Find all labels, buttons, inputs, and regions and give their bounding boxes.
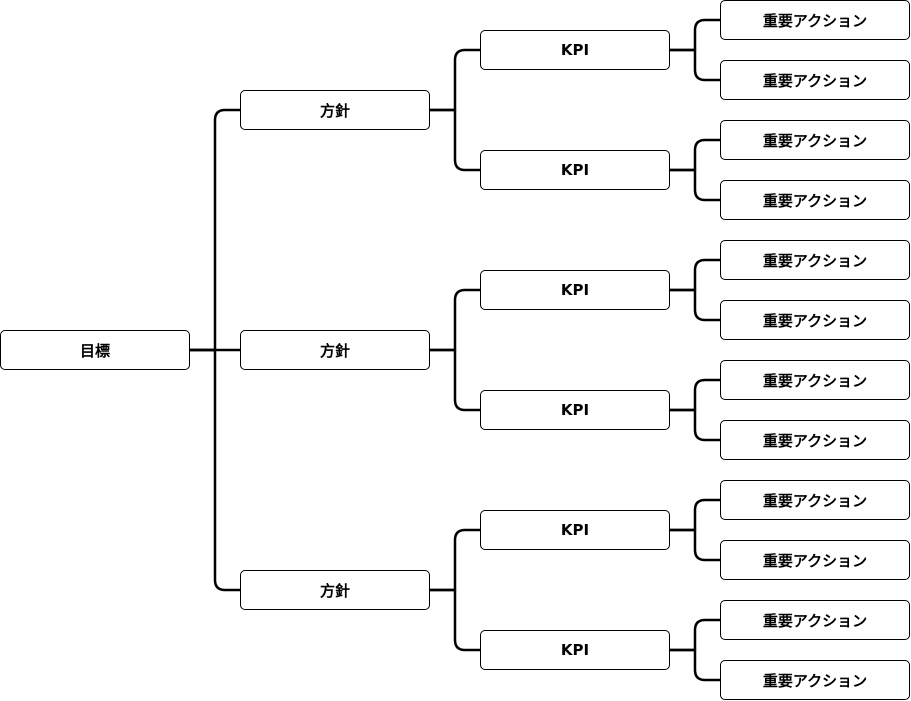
policy-node: 方針 bbox=[240, 90, 430, 130]
policy-node: 方針 bbox=[240, 570, 430, 610]
action-node: 重要アクション bbox=[720, 420, 910, 460]
action-node: 重要アクション bbox=[720, 300, 910, 340]
kpi-node: KPI bbox=[480, 150, 670, 190]
connector bbox=[670, 648, 720, 682]
connector bbox=[670, 288, 720, 322]
connector bbox=[670, 378, 720, 412]
action-node: 重要アクション bbox=[720, 240, 910, 280]
goal-node: 目標 bbox=[0, 330, 190, 370]
connector bbox=[430, 288, 480, 352]
connector bbox=[430, 108, 480, 172]
action-node: 重要アクション bbox=[720, 0, 910, 40]
connector bbox=[430, 348, 480, 412]
connector bbox=[670, 498, 720, 532]
connector bbox=[670, 18, 720, 52]
connector bbox=[670, 138, 720, 172]
action-node: 重要アクション bbox=[720, 480, 910, 520]
action-node: 重要アクション bbox=[720, 660, 910, 700]
action-node: 重要アクション bbox=[720, 60, 910, 100]
connector bbox=[670, 48, 720, 82]
kpi-node: KPI bbox=[480, 510, 670, 550]
kpi-node: KPI bbox=[480, 30, 670, 70]
connector bbox=[190, 108, 240, 352]
action-node: 重要アクション bbox=[720, 180, 910, 220]
connector bbox=[430, 48, 480, 112]
action-node: 重要アクション bbox=[720, 600, 910, 640]
connector bbox=[670, 258, 720, 292]
connector bbox=[670, 618, 720, 652]
connector bbox=[670, 528, 720, 562]
connector bbox=[430, 528, 480, 592]
action-node: 重要アクション bbox=[720, 360, 910, 400]
action-node: 重要アクション bbox=[720, 120, 910, 160]
kpi-node: KPI bbox=[480, 390, 670, 430]
connector bbox=[430, 588, 480, 652]
policy-node: 方針 bbox=[240, 330, 430, 370]
action-node: 重要アクション bbox=[720, 540, 910, 580]
connector bbox=[670, 168, 720, 202]
connector bbox=[670, 408, 720, 442]
kpi-node: KPI bbox=[480, 630, 670, 670]
connector bbox=[190, 348, 240, 592]
kpi-node: KPI bbox=[480, 270, 670, 310]
